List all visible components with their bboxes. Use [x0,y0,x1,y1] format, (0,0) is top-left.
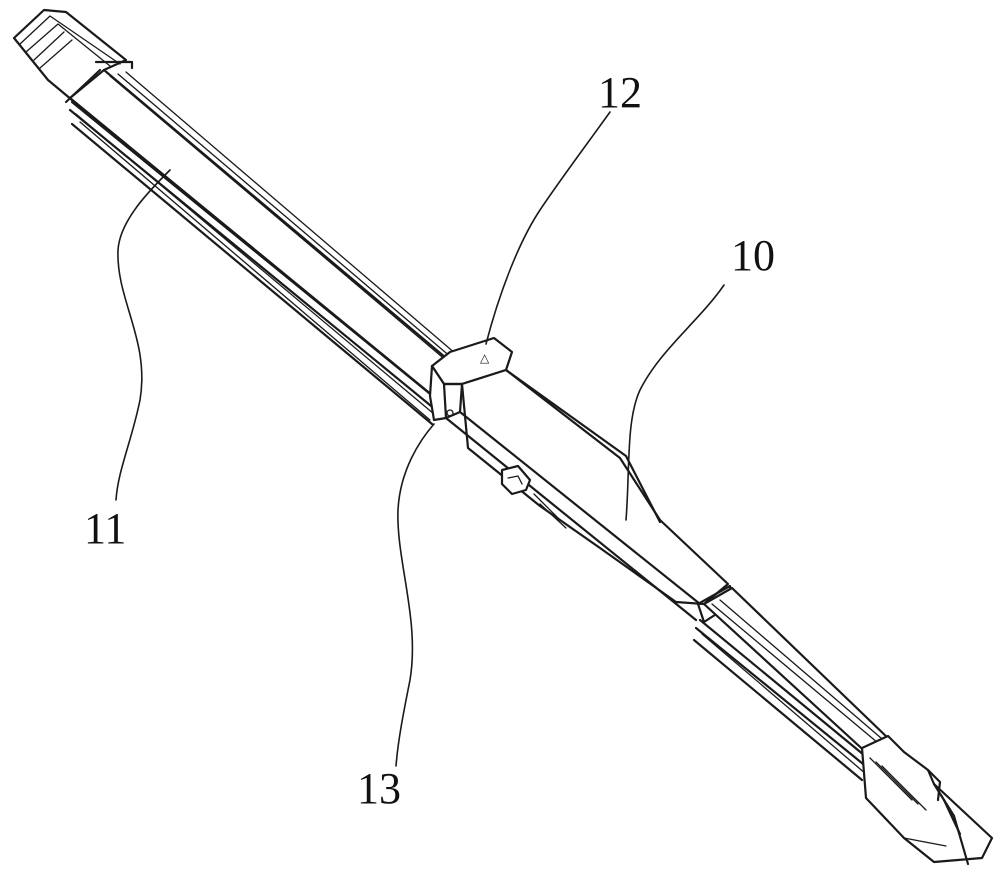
left-beam [70,70,456,424]
leader-12 [486,112,610,344]
main-body [446,370,732,622]
right-end-cap [862,736,992,864]
right-beam [694,588,890,780]
label-part-11: 11 [84,504,126,553]
label-part-13: 13 [357,764,401,813]
label-part-10: 10 [731,231,775,280]
leader-11 [116,170,170,500]
connector-arrow-mark: △ [480,351,490,365]
leader-13 [396,424,434,766]
label-part-12: 12 [598,68,642,117]
